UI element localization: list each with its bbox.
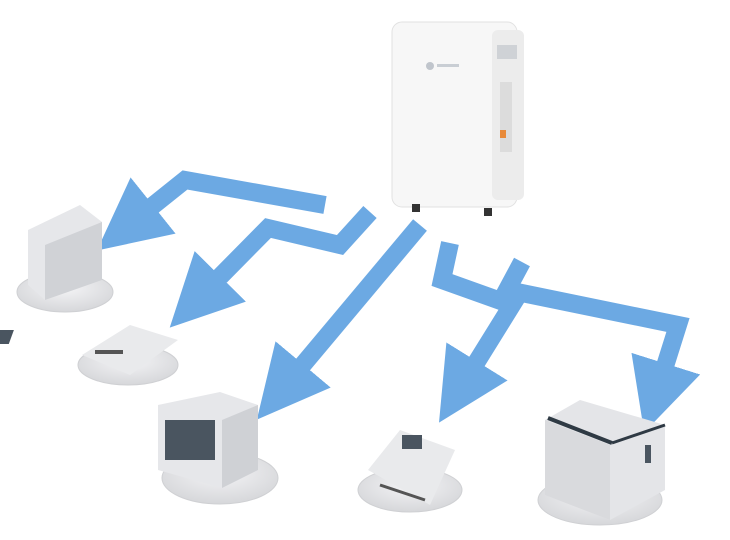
appliance-icon xyxy=(357,430,463,513)
arrow-to-device-4 xyxy=(431,241,526,423)
appliance-icon xyxy=(16,205,114,313)
arrow-to-device-5 xyxy=(493,257,701,433)
arrow-to-device-3 xyxy=(256,219,427,420)
arrow-to-device-2 xyxy=(169,205,377,328)
power-flow-arrows xyxy=(96,170,701,433)
appliance-icon xyxy=(158,392,279,505)
appliance-icon xyxy=(0,325,179,386)
arrow-to-device-1 xyxy=(96,170,327,251)
appliance-icon xyxy=(537,400,666,526)
battery-cabinet-icon xyxy=(391,21,524,216)
